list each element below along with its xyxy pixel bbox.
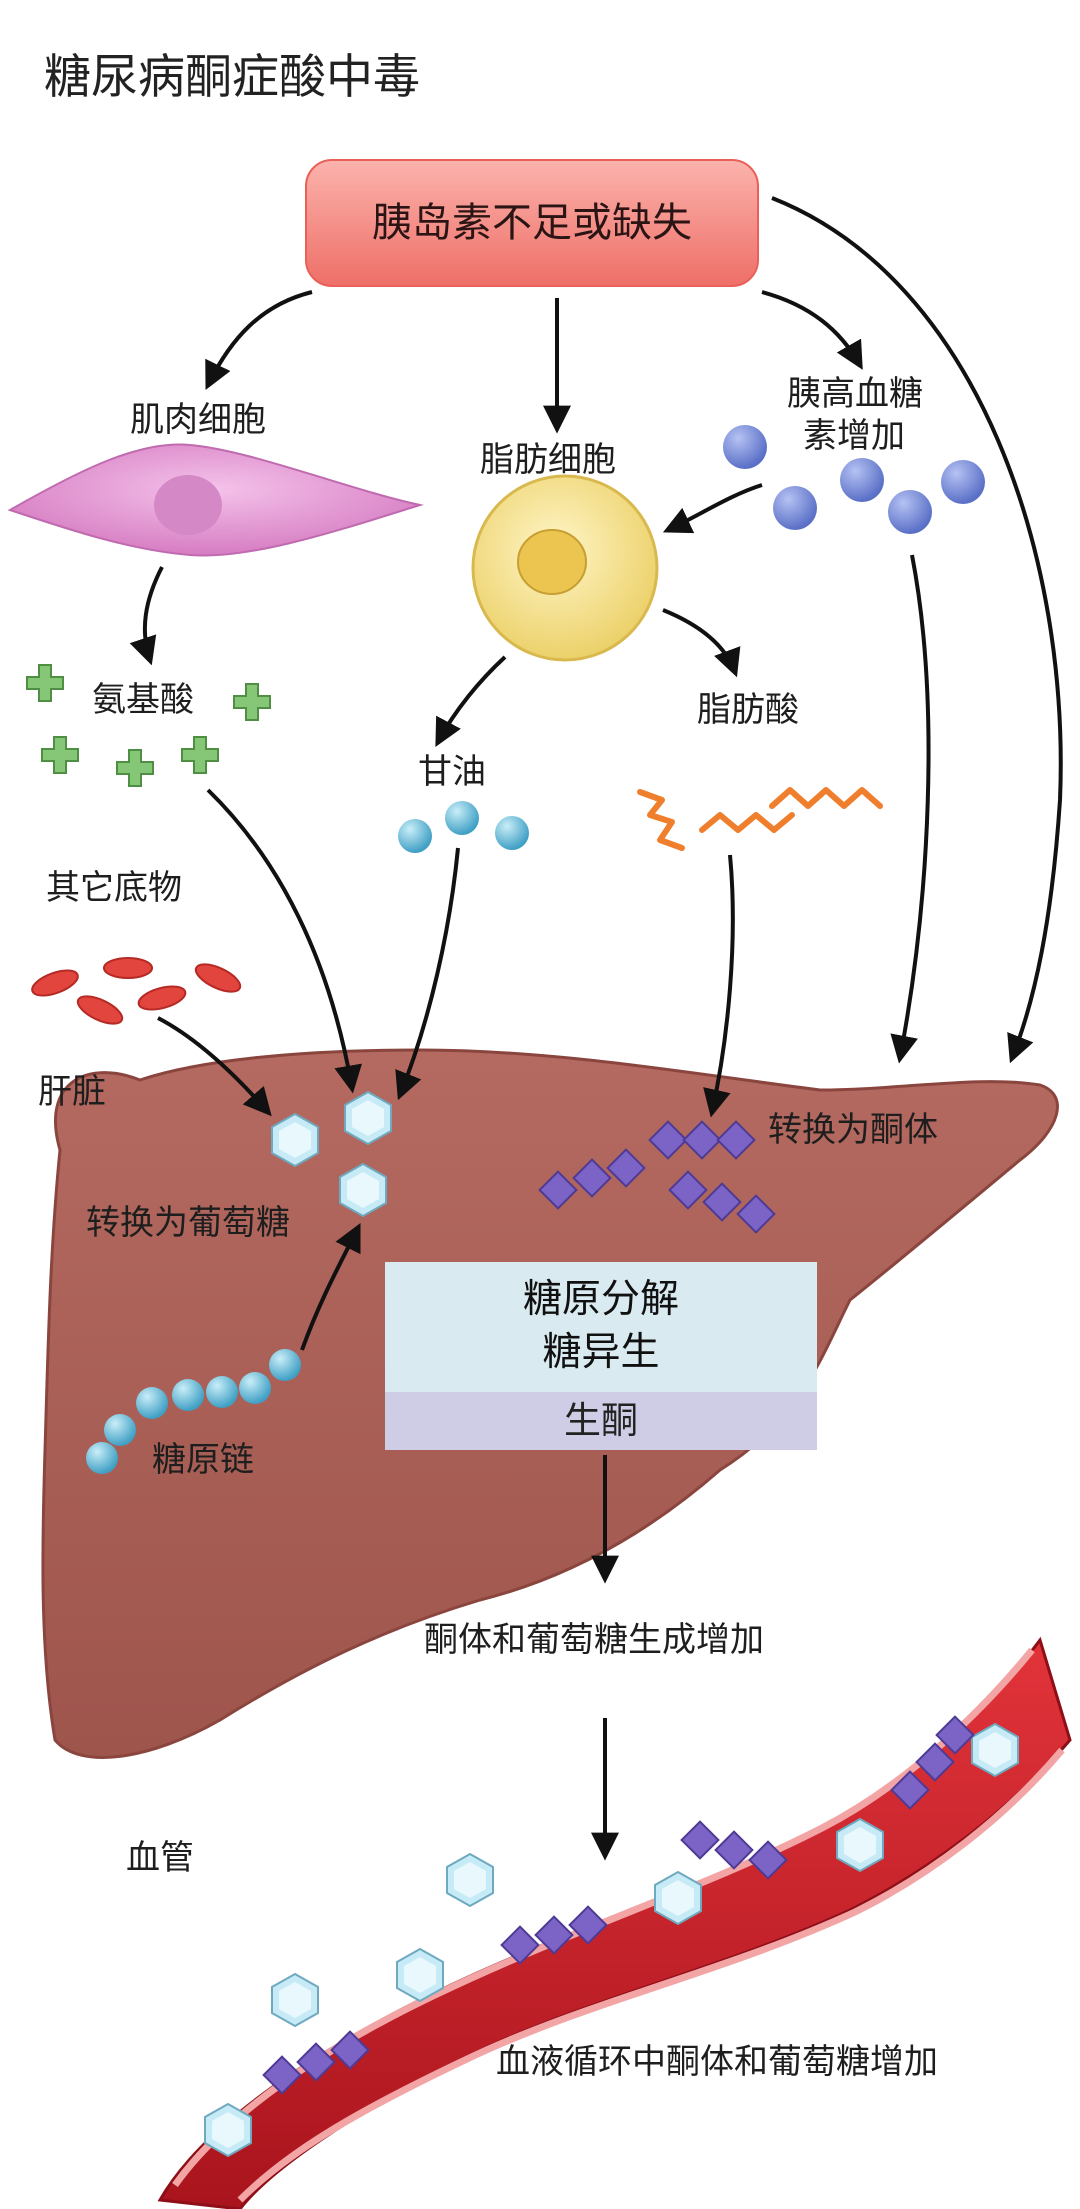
glycerol-molecules bbox=[398, 801, 529, 853]
arrow-fattyacid-liver bbox=[703, 854, 735, 1118]
muscle-cell bbox=[7, 443, 424, 557]
other-substrates-rbc bbox=[31, 957, 242, 1025]
arrow-rbc-liver bbox=[157, 1016, 272, 1117]
convert-to-glucose-label: 转换为葡萄糖 bbox=[86, 1203, 290, 1243]
convert-to-ketone-label: 转换为酮体 bbox=[768, 1110, 938, 1150]
arrow-insulin-liver bbox=[771, 196, 1063, 1064]
glucagon-molecules bbox=[723, 425, 985, 534]
arrow-insulin-glucagon bbox=[761, 290, 863, 370]
glycerol-label: 甘油 bbox=[418, 752, 486, 792]
arrow-fat-fattyacid bbox=[662, 608, 741, 678]
arrow-fat-glycerol bbox=[435, 655, 507, 747]
other-substrates-label: 其它底物 bbox=[46, 868, 182, 908]
blood-vessel bbox=[157, 1636, 1072, 2209]
diagram-title: 糖尿病酮症酸中毒 bbox=[44, 50, 420, 105]
glucagon-label-line2: 素增加 bbox=[803, 416, 905, 456]
glycogen-chain bbox=[86, 1349, 301, 1474]
process-box-top bbox=[385, 1262, 817, 1392]
ketogenesis-label: 生酮 bbox=[564, 1399, 638, 1442]
arrows bbox=[129, 196, 1063, 1861]
blood-vessel-label: 血管 bbox=[126, 1838, 194, 1878]
arrow-glycogen-glucose bbox=[300, 1222, 361, 1351]
liver-label: 肝脏 bbox=[38, 1072, 106, 1112]
arrow-insulin-muscle bbox=[205, 290, 313, 391]
process-box-bottom bbox=[385, 1392, 817, 1450]
blood-increase-label: 血液循环中酮体和葡萄糖增加 bbox=[496, 2042, 938, 2082]
production-increase-label: 酮体和葡萄糖生成增加 bbox=[424, 1620, 764, 1660]
arrow-glucagon-liver bbox=[890, 554, 931, 1064]
amino-acid-label: 氨基酸 bbox=[92, 680, 194, 720]
fatty-acid-label: 脂肪酸 bbox=[697, 690, 799, 730]
insulin-deficiency-label: 胰岛素不足或缺失 bbox=[372, 200, 692, 246]
insulin-box bbox=[305, 159, 759, 287]
arrow-glucagon-fat bbox=[662, 483, 763, 534]
arrow-glycerol-liver bbox=[395, 847, 460, 1101]
fat-cell-label: 脂肪细胞 bbox=[480, 440, 616, 480]
process-box-upper: 糖原分解 糖异生 bbox=[385, 1262, 817, 1392]
glycogen-chain-label: 糖原链 bbox=[152, 1440, 254, 1480]
muscle-cell-label: 肌肉细胞 bbox=[130, 400, 266, 440]
glycogenolysis-label: 糖原分解 bbox=[522, 1277, 679, 1322]
arrow-muscle-amino bbox=[129, 566, 164, 666]
gluconeogenesis-label: 糖异生 bbox=[542, 1329, 660, 1375]
glucagon-label-line1: 胰高血糖 bbox=[787, 374, 923, 414]
fat-cell bbox=[471, 474, 659, 662]
arrow-amino-liver bbox=[206, 788, 362, 1094]
fatty-acid-molecules bbox=[637, 787, 883, 851]
